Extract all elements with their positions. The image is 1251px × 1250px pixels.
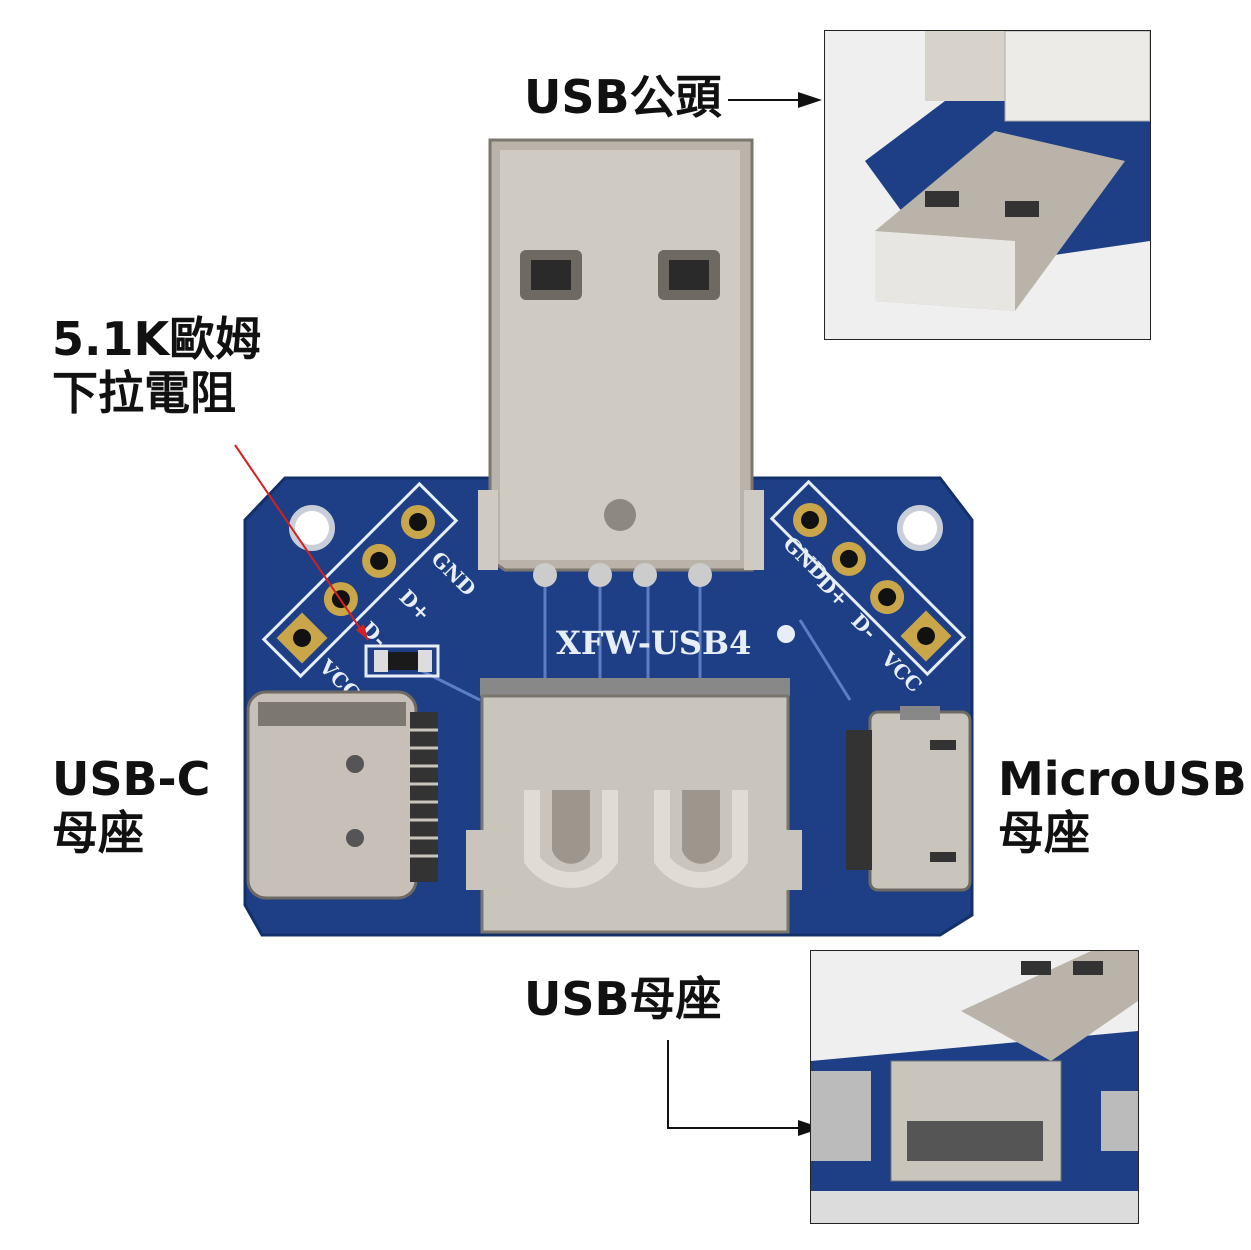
usb-a-female-connector [466, 678, 802, 934]
resistor-pointer-line [234, 444, 369, 641]
inset-usb-male-photo [824, 30, 1151, 340]
usb-male-label: USB公頭 [524, 70, 722, 124]
micro-usb-label: MicroUSB 母座 [998, 752, 1247, 860]
usb-c-label: USB-C 母座 [52, 752, 211, 860]
pull-down-resistor [364, 644, 440, 678]
micro-usb-connector [846, 706, 972, 892]
resistor-label: 5.1K歐姆 下拉電阻 [52, 312, 262, 420]
board-silkscreen: XFW-USB4 [556, 624, 751, 662]
inset-usb-female-photo [810, 950, 1139, 1224]
usb-female-arrow [667, 1040, 800, 1129]
usb-c-connector [246, 690, 438, 900]
mounting-hole-right [897, 505, 943, 551]
mounting-hole-left [289, 505, 335, 551]
usb-female-label: USB母座 [524, 972, 722, 1026]
usb-a-male-connector [478, 138, 764, 587]
